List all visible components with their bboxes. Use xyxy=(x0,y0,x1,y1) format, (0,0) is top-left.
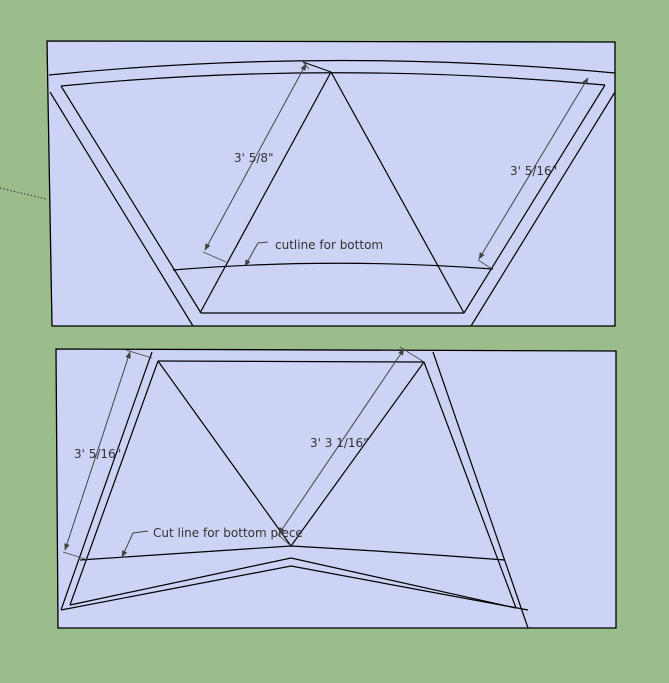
bottom-note-leader xyxy=(121,530,149,558)
top-outer-left-edge xyxy=(49,91,194,327)
top-dimension-left-label[interactable]: 3' 5/8" xyxy=(234,151,274,165)
bottom-dimension-center-ext2 xyxy=(275,532,292,547)
bottom-panel-board xyxy=(55,348,617,629)
bottom-v-outer xyxy=(60,565,529,611)
bottom-note-label[interactable]: Cut line for bottom piece xyxy=(153,526,303,540)
top-note-label[interactable]: cutline for bottom xyxy=(275,238,383,252)
bottom-outer-right-edge xyxy=(432,351,529,629)
top-dimension-right-label[interactable]: 3' 5/16" xyxy=(510,164,557,178)
top-dimension-left-ext1 xyxy=(302,61,310,70)
top-panel-board xyxy=(46,40,616,327)
top-dimension-right-line xyxy=(478,77,589,260)
bottom-dimension-left-ext2 xyxy=(62,551,89,561)
top-inner-left-edge xyxy=(60,85,202,314)
bottom-dimension-left-ext1 xyxy=(125,349,153,359)
top-dimension-left-line xyxy=(204,63,307,251)
bottom-v-inner xyxy=(69,557,517,609)
top-note-leader xyxy=(244,241,269,267)
bottom-panel[interactable]: 3' 5/16" 3' 3 1/16" Cut line for bottom … xyxy=(55,346,617,629)
guide-line xyxy=(0,187,47,200)
top-apex-tick xyxy=(302,61,332,73)
bottom-dimension-center-ext1 xyxy=(399,346,425,363)
top-cutline xyxy=(172,262,494,271)
bottom-inner-right-edge xyxy=(423,361,517,609)
top-curve-outer xyxy=(48,59,616,76)
top-dimension-right-ext xyxy=(477,259,493,270)
top-dimension-left-ext2 xyxy=(202,251,227,263)
bottom-dimension-center-line xyxy=(278,348,405,535)
bottom-dimension-center-label[interactable]: 3' 3 1/16" xyxy=(310,436,369,450)
top-panel[interactable]: 3' 5/8" 3' 5/16" cutline for bottom xyxy=(46,40,616,327)
bottom-dimension-left-line xyxy=(64,351,131,551)
bottom-dimension-left-label[interactable]: 3' 5/16" xyxy=(74,447,121,461)
